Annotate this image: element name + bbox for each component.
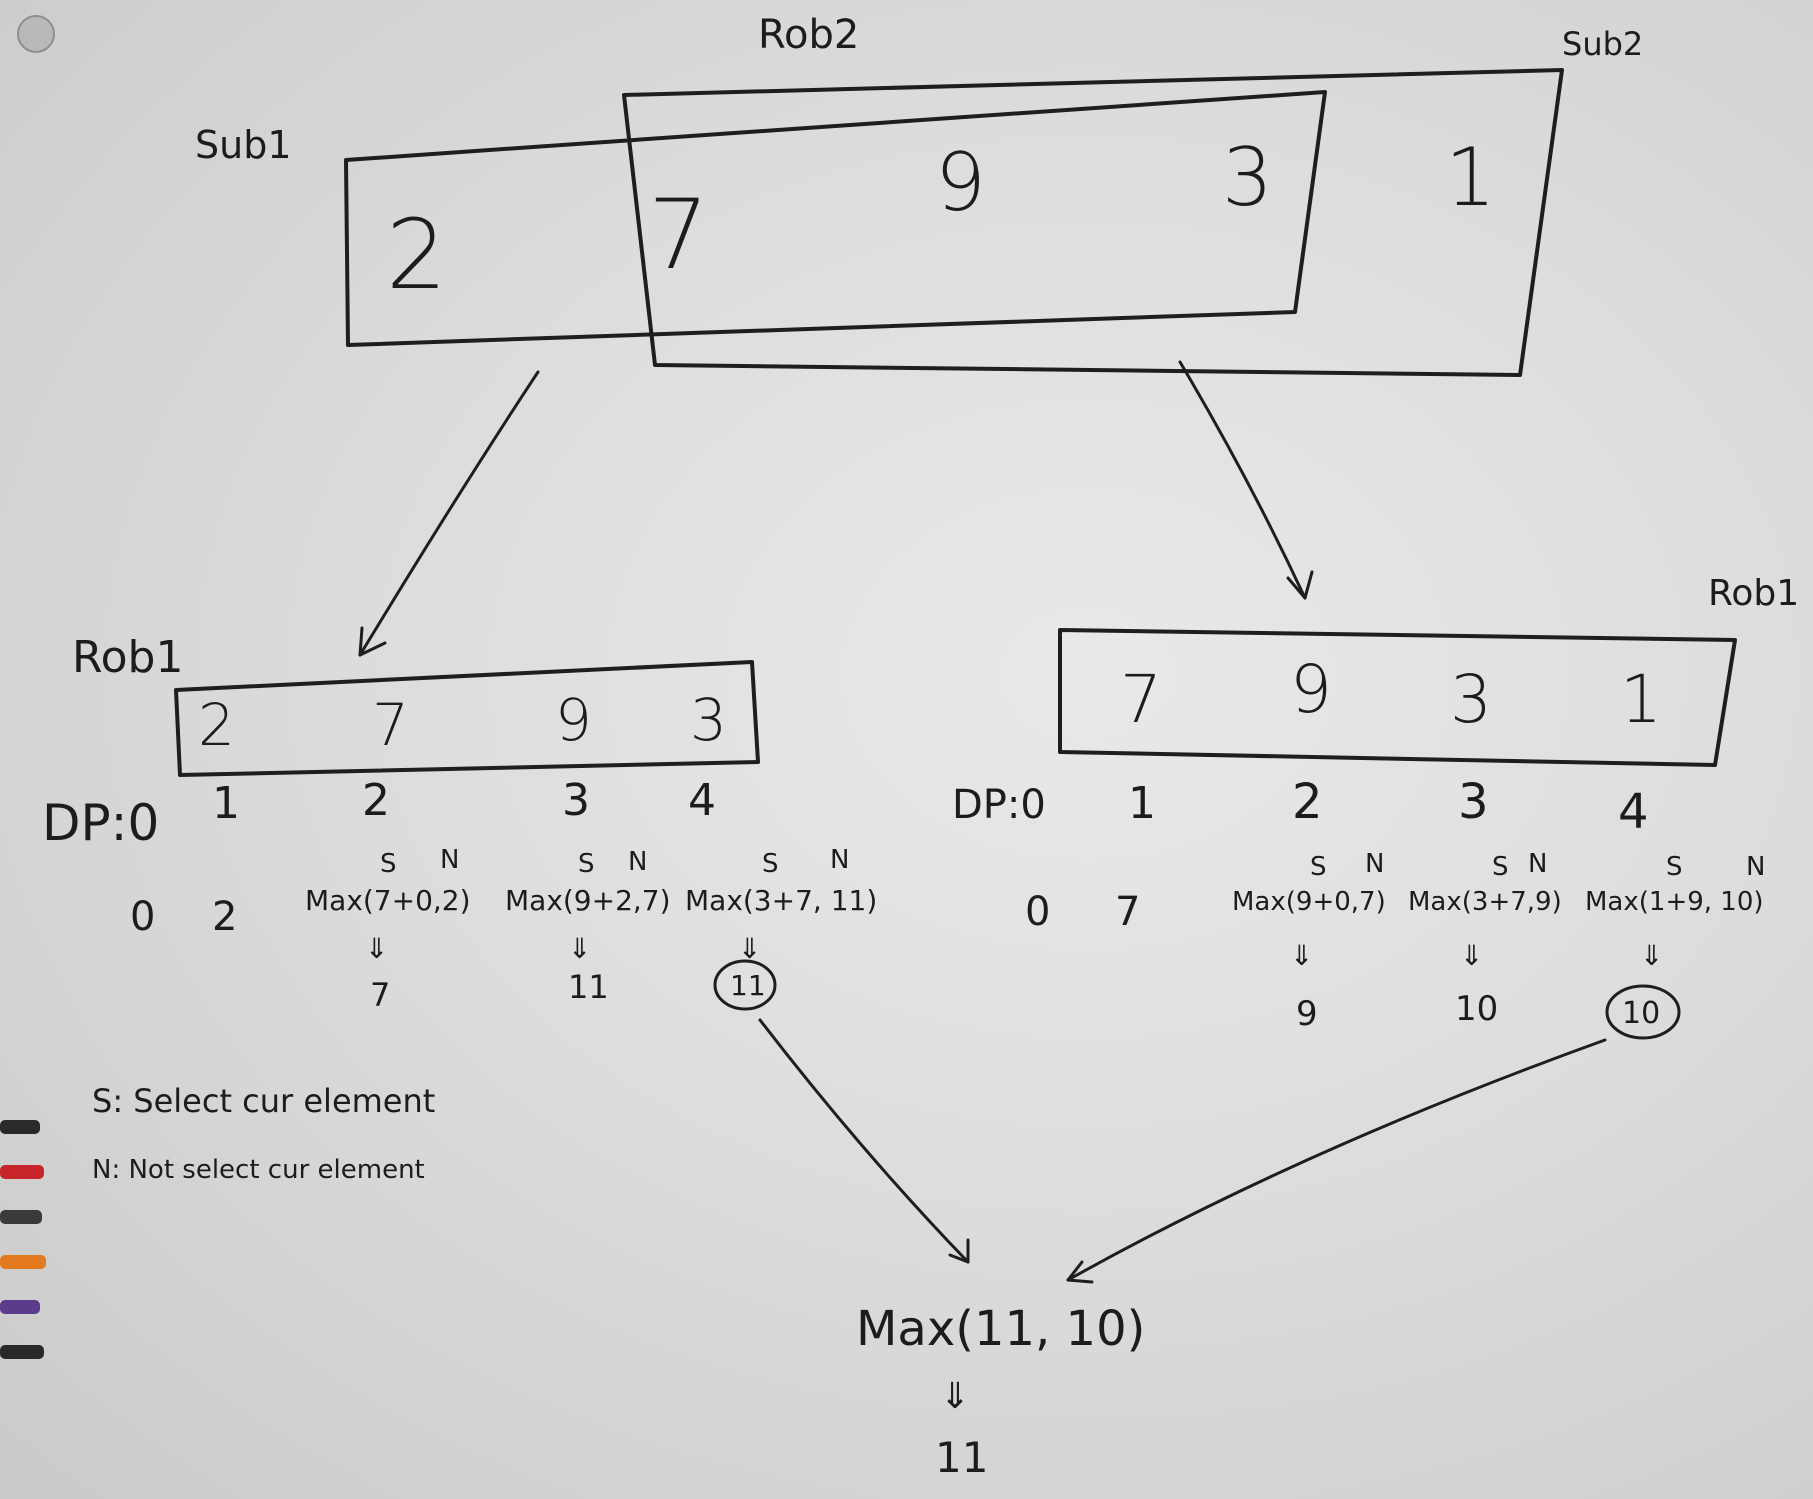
arrow-left-to-final <box>758 1018 970 1264</box>
left-element-3: 3 <box>690 686 727 754</box>
label-sub1: Sub1 <box>195 123 292 167</box>
right-implies-2: ⇓ <box>1290 939 1313 972</box>
final-result: 11 <box>935 1433 988 1482</box>
right-element-2: 3 <box>1450 661 1492 738</box>
right-result-circle <box>1605 984 1681 1040</box>
left-element-0: 2 <box>198 691 235 759</box>
left-result-4: 11 <box>730 969 766 1002</box>
right-max-expr-4: Max(1+9, 10) <box>1585 887 1764 917</box>
sub1-box <box>344 90 1327 347</box>
left-dp-index-4: 4 <box>688 775 716 826</box>
left-max-expr-2: Max(7+0,2) <box>305 884 471 917</box>
right-title: Rob1 <box>1708 573 1799 614</box>
right-dp-label: DP:0 <box>952 782 1046 828</box>
right-dp-index-2: 2 <box>1292 774 1323 830</box>
right-s-mark-4: S <box>1666 852 1683 882</box>
top-element-4: 1 <box>1445 131 1496 224</box>
left-dp-index-2: 2 <box>362 775 390 826</box>
left-n-mark-3: N <box>628 847 647 877</box>
right-n-mark-4: N <box>1746 852 1765 882</box>
top-element-2: 9 <box>935 136 986 229</box>
left-element-2: 9 <box>555 686 592 754</box>
arrow-right-to-final <box>1066 1038 1607 1284</box>
right-implies-4: ⇓ <box>1640 939 1663 972</box>
left-dp-index-1: 1 <box>212 778 240 829</box>
marker-tray <box>0 1120 46 1359</box>
right-s-mark-2: S <box>1310 852 1327 882</box>
left-implies-2: ⇓ <box>365 932 388 965</box>
left-dp-value-1: 2 <box>212 894 237 940</box>
left-result-circle <box>713 959 777 1011</box>
right-implies-3: ⇓ <box>1460 939 1483 972</box>
right-s-mark-3: S <box>1492 852 1509 882</box>
right-element-1: 9 <box>1290 651 1332 728</box>
legend-s: S: Select cur element <box>92 1082 435 1120</box>
magnet-pin <box>17 15 55 53</box>
arrow-to-left-rob1 <box>358 370 540 657</box>
right-n-mark-2: N <box>1365 849 1384 879</box>
arrow-to-right-rob1 <box>1178 360 1314 600</box>
left-dp-label: DP:0 <box>42 794 159 852</box>
top-element-3: 3 <box>1222 131 1273 224</box>
right-element-0: 7 <box>1120 661 1162 738</box>
right-dp-index-3: 3 <box>1458 774 1489 830</box>
right-dp-index-1: 1 <box>1128 778 1156 829</box>
left-title: Rob1 <box>72 632 183 683</box>
label-rob2: Rob2 <box>758 12 859 58</box>
final-expr: Max(11, 10) <box>856 1301 1145 1357</box>
left-result-3: 11 <box>568 968 609 1006</box>
left-s-mark-2: S <box>380 849 397 879</box>
right-result-4: 10 <box>1622 996 1660 1031</box>
top-element-1: 7 <box>648 179 709 291</box>
left-n-mark-2: N <box>440 845 459 875</box>
top-element-0: 2 <box>386 199 447 311</box>
right-max-expr-3: Max(3+7,9) <box>1408 887 1562 917</box>
right-dp-value-1: 7 <box>1115 889 1140 935</box>
right-result-3: 10 <box>1455 989 1498 1029</box>
left-n-mark-4: N <box>830 845 849 875</box>
sub2-box <box>622 68 1564 377</box>
left-max-expr-4: Max(3+7, 11) <box>685 884 877 917</box>
right-element-3: 1 <box>1620 661 1662 738</box>
left-result-2: 7 <box>370 976 390 1014</box>
right-result-2: 9 <box>1296 994 1318 1034</box>
right-n-mark-3: N <box>1528 849 1547 879</box>
label-sub2: Sub2 <box>1562 25 1643 63</box>
left-dp-index-3: 3 <box>562 775 590 826</box>
left-s-mark-4: S <box>762 849 779 879</box>
right-array-box <box>1058 628 1737 767</box>
legend-n: N: Not select cur element <box>92 1155 425 1185</box>
left-element-1: 7 <box>372 691 409 759</box>
left-implies-4: ⇓ <box>738 932 761 965</box>
left-s-mark-3: S <box>578 849 595 879</box>
right-dp-index-4: 4 <box>1618 784 1649 840</box>
left-max-expr-3: Max(9+2,7) <box>505 884 671 917</box>
right-dp-value-0: 0 <box>1025 889 1050 935</box>
left-implies-3: ⇓ <box>568 932 591 965</box>
left-array-box <box>174 660 760 777</box>
right-max-expr-2: Max(9+0,7) <box>1232 887 1386 917</box>
final-implies: ⇓ <box>940 1376 970 1417</box>
left-dp-value-0: 0 <box>130 894 155 940</box>
